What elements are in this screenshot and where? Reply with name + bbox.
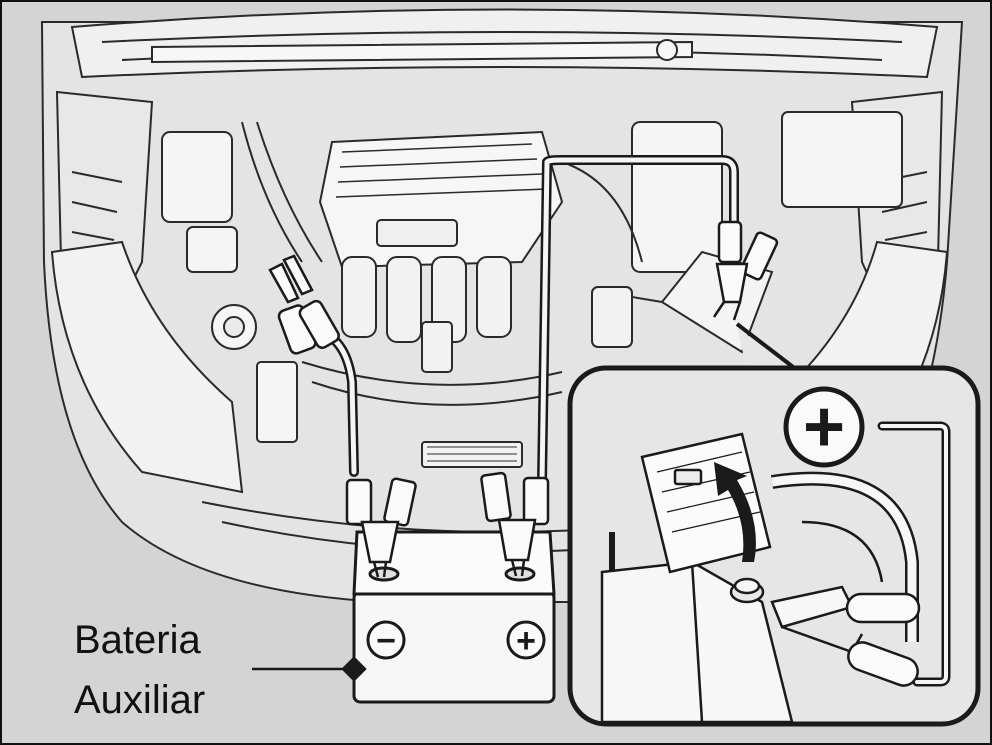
negative-terminal-symbol: − (366, 620, 406, 660)
arrow-icon (714, 462, 756, 562)
callout-leader (252, 656, 367, 682)
car-battery-clamp-icon (712, 220, 779, 321)
positive-terminal-symbol: + (506, 620, 546, 660)
negative-sign: − (376, 622, 396, 660)
callout-label-line-1: Bateria (74, 618, 201, 662)
booster-negative-clamp-icon (345, 477, 417, 578)
positive-sign: + (516, 622, 536, 660)
detail-inset: + (567, 322, 981, 727)
inset-positive-sign: + (803, 387, 845, 467)
callout-label-line-2: Auxiliar (74, 678, 206, 722)
booster-positive-clamp-icon (480, 471, 550, 577)
inset-positive-symbol: + (783, 386, 865, 468)
ground-clamp-icon (268, 254, 340, 355)
